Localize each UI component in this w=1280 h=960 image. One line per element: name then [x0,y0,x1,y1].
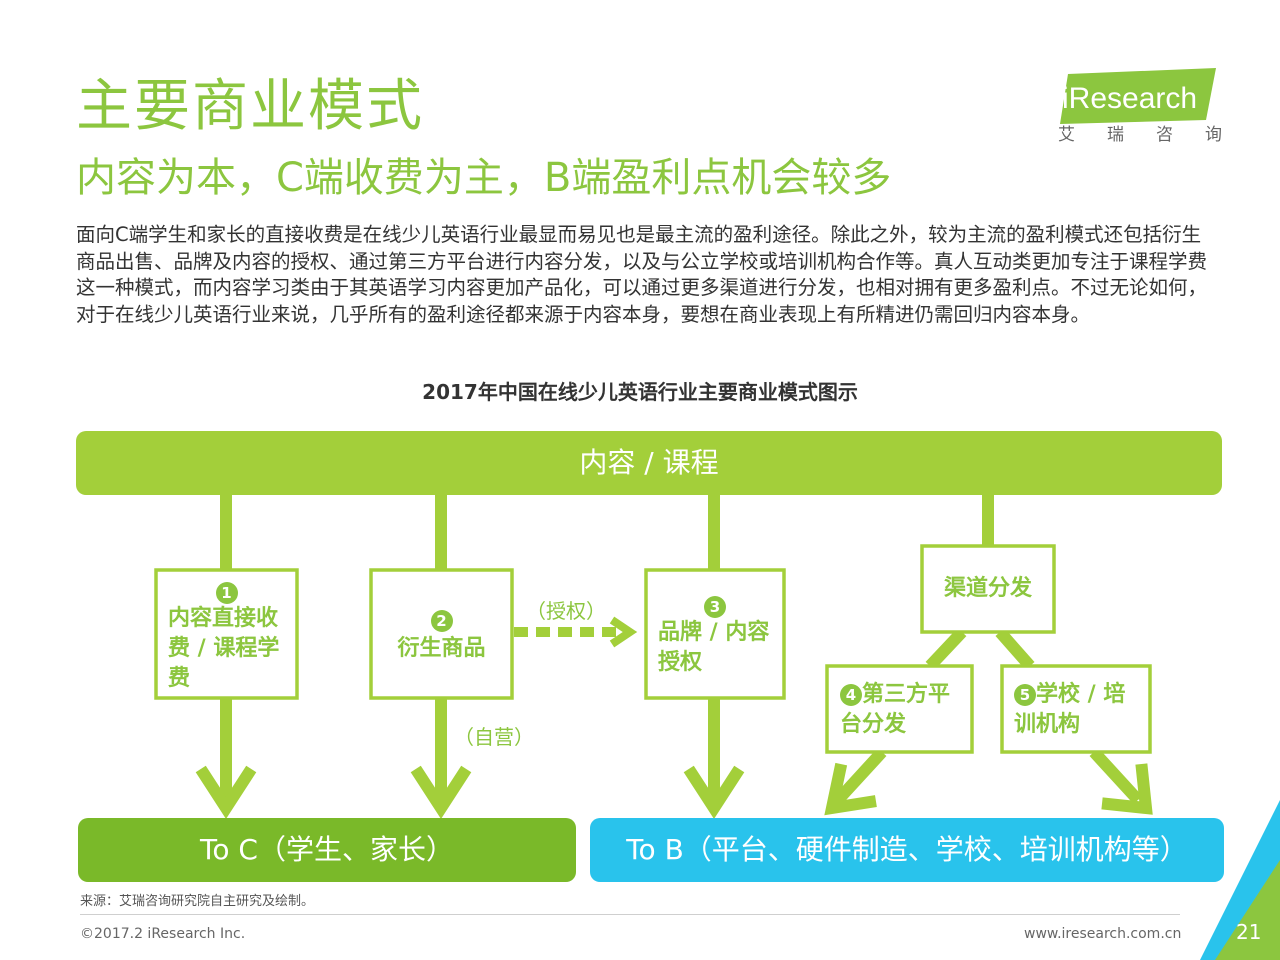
bottom-toc-bar [78,818,576,882]
top-content-bar [76,431,1222,495]
arrow-head [1101,763,1153,815]
box-brand-license [644,568,786,700]
number-badge: 4 [840,684,862,706]
diagram-title: 2017年中国在线少儿英语行业主要商业模式图示 [422,380,858,404]
page-subtitle: 内容为本，C端收费为主，B端盈利点机会较多 [76,155,892,201]
arrow-shaft [833,747,887,805]
logo-char: 询 [1205,125,1222,145]
number-badge: 5 [1014,684,1036,706]
logo-brand-text: iResearch [1062,82,1197,115]
box-label: 渠道分发 [943,576,1032,601]
box-channel-distribution [920,544,1056,634]
iresearch-logo: iResearch [1060,68,1216,124]
box-label: 第三方平台分发 [840,682,951,737]
arrow-shaft [1089,747,1143,805]
arrow-head [195,765,257,820]
box-number: 3 [656,592,774,622]
page-number: 21 [1236,920,1262,944]
connector-line [925,627,967,671]
box-label: 品牌 / 内容授权 [658,620,770,675]
arrow-head [683,765,745,820]
logo-char: 咨 [1156,125,1173,145]
box-number: 2 [381,606,502,636]
box-derivative-goods [369,568,514,700]
footer-divider [80,914,1180,915]
arrow-head [410,765,472,820]
copyright: ©2017.2 iResearch Inc. [80,926,246,942]
bottom-tob-bar [590,818,1224,882]
box-label: 学校 / 培训机构 [1014,682,1126,737]
page-title: 主要商业模式 [76,74,424,139]
number-badge: 3 [704,596,726,618]
logo-subtitle: 艾 瑞 咨 询 [1058,124,1222,146]
self-operated-annotation: （自营） [454,725,534,749]
body-paragraph: 面向C端学生和家长的直接收费是在线少儿英语行业最显而易见也是最主流的盈利途径。除… [76,223,1208,326]
logo-char: 瑞 [1107,125,1124,145]
number-badge: 1 [215,582,238,604]
box-number: 1 [166,578,287,608]
number-badge: 2 [430,610,453,632]
source-note: 来源：艾瑞咨询研究院自主研究及绘制。 [80,894,315,909]
box-label: 衍生商品 [397,636,486,661]
arrow-head [824,762,877,816]
website-link[interactable]: www.iresearch.com.cn [1024,926,1182,942]
box-label: 内容直接收费 / 课程学费 [168,606,280,691]
connector-line [995,628,1035,670]
license-annotation: （授权） [526,599,606,623]
top-bar-label: 内容 / 课程 [579,446,719,479]
bottom-toc-label: To C（学生、家长） [200,833,454,866]
logo-char: 艾 [1058,125,1075,145]
license-arrow-head [609,616,638,648]
bottom-tob-label: To B（平台、硬件制造、学校、培训机构等） [626,833,1188,866]
box-third-party [825,664,974,754]
corner-decoration [1215,860,1280,960]
box-school [1000,664,1152,754]
